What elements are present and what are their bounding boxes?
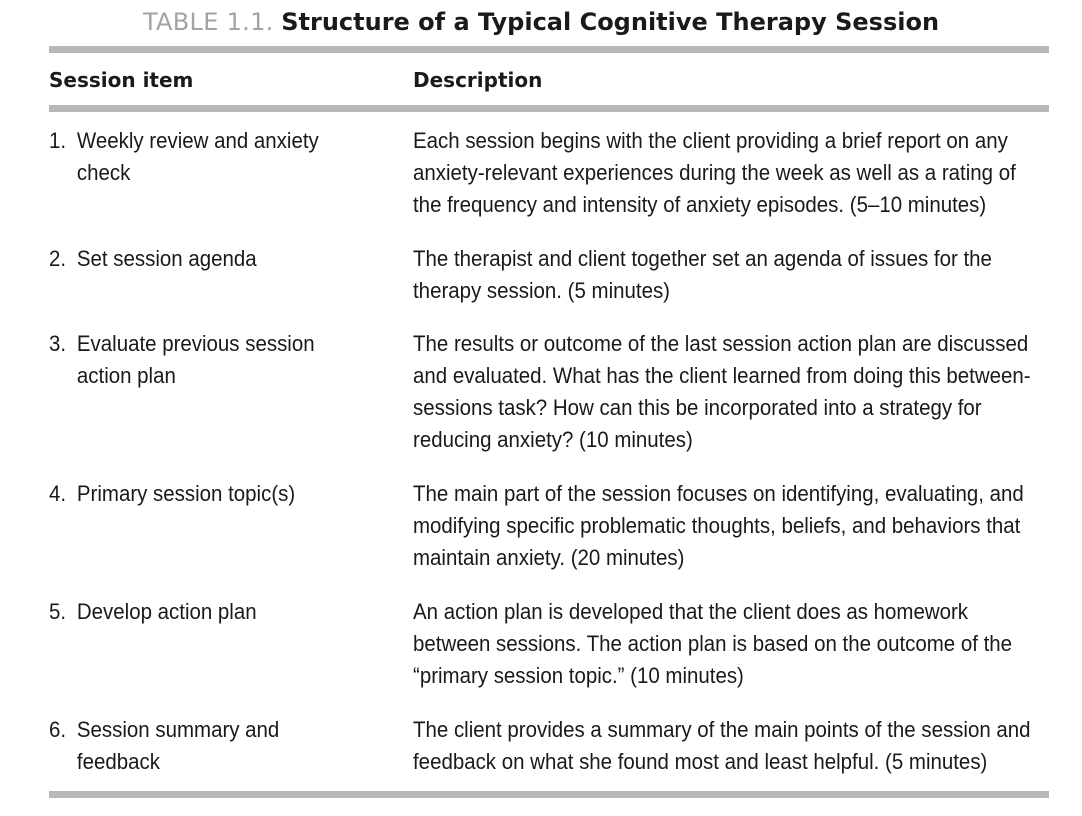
session-item-cell: 1. Weekly review and anxiety check — [49, 125, 365, 189]
item-number: 5. — [49, 599, 67, 624]
description-cell: The results or outcome of the last sessi… — [413, 331, 1031, 452]
session-item-cell: 2. Set session agenda — [49, 243, 365, 275]
header-rule — [49, 105, 1049, 112]
item-label: Primary session topic(s) — [76, 481, 296, 506]
item-number: 4. — [49, 481, 67, 506]
item-label: Develop action plan — [76, 599, 257, 624]
description-cell: The client provides a summary of the mai… — [413, 717, 1031, 774]
session-item-cell: 6. Session summary and feedback — [49, 714, 365, 778]
session-item-cell: 4. Primary session topic(s) — [49, 478, 365, 510]
description-cell: The therapist and client together set an… — [413, 246, 992, 303]
table-title-text: Structure of a Typical Cognitive Therapy… — [281, 8, 940, 36]
item-number: 6. — [49, 717, 67, 742]
description-cell: The main part of the session focuses on … — [413, 481, 1024, 570]
bottom-rule — [49, 791, 1049, 798]
session-item-cell: 3. Evaluate previous session action plan — [49, 328, 365, 392]
description-cell: An action plan is developed that the cli… — [413, 599, 1013, 688]
item-number: 1. — [49, 128, 67, 153]
table-title: TABLE 1.1. Structure of a Typical Cognit… — [0, 6, 1082, 38]
item-label: Evaluate previous session action plan — [76, 331, 315, 388]
table-number-label: TABLE 1.1. — [142, 8, 274, 36]
item-label: Set session agenda — [76, 246, 257, 271]
column-header-session-item: Session item — [49, 68, 194, 92]
item-label: Weekly review and anxiety check — [76, 128, 319, 185]
item-number: 3. — [49, 331, 67, 356]
item-label: Session summary and feedback — [76, 717, 280, 774]
item-number: 2. — [49, 246, 67, 271]
session-item-cell: 5. Develop action plan — [49, 596, 365, 628]
description-cell: Each session begins with the client prov… — [413, 128, 1016, 217]
top-rule — [49, 46, 1049, 53]
column-header-description: Description — [413, 68, 543, 92]
